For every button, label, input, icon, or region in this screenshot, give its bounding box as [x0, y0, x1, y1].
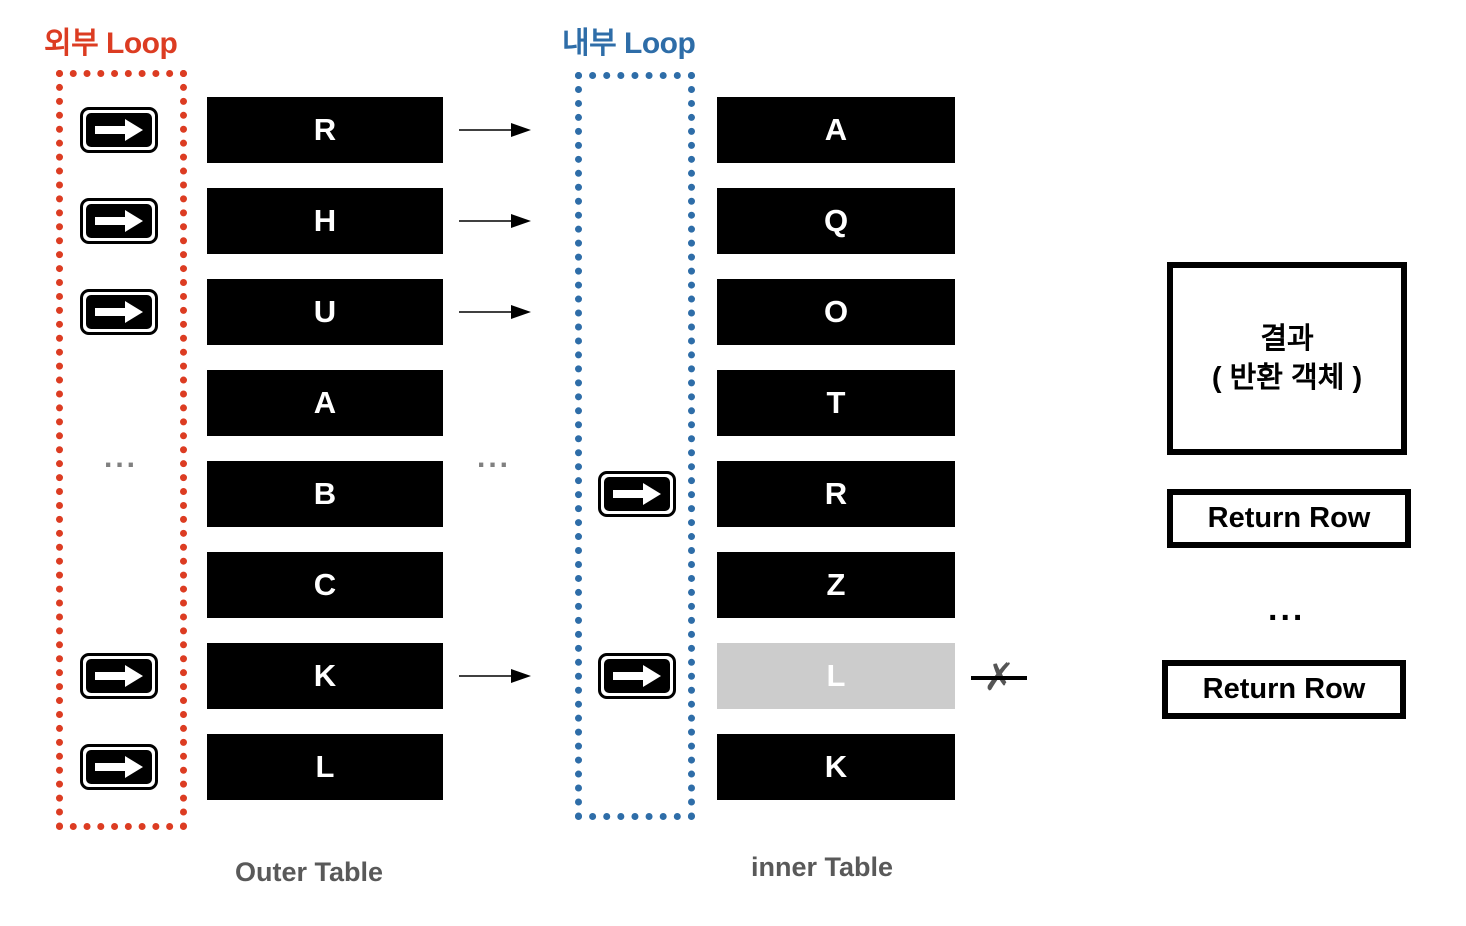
table-row: O: [717, 279, 955, 345]
result-box-line-1: 결과: [1260, 323, 1314, 356]
row-label: Q: [823, 203, 849, 238]
table-row: H: [207, 188, 443, 254]
table-row: Z: [717, 552, 955, 618]
right-arrow-icon: [604, 659, 670, 693]
row-label: A: [824, 112, 848, 147]
outer-loop-frame: [56, 70, 187, 830]
outer-loop-cursor-marker: [80, 744, 158, 790]
outer-table-ellipsis: ...: [104, 441, 139, 474]
row-label: H: [313, 203, 337, 238]
result-box: 결과 ( 반환 객체 ): [1167, 262, 1407, 455]
table-row: U: [207, 279, 443, 345]
outer-loop-cursor-marker: [80, 198, 158, 244]
return-rows-ellipsis: ...: [1268, 590, 1306, 628]
outer-loop-cursor-marker: [80, 289, 158, 335]
table-row: A: [717, 97, 955, 163]
row-connector-arrow-icon: [459, 668, 531, 684]
table-row: R: [207, 97, 443, 163]
right-arrow-icon: [86, 750, 152, 784]
inner-loop-frame: [575, 72, 695, 820]
table-row: T: [717, 370, 955, 436]
inner-loop-cursor-marker: [598, 471, 676, 517]
row-label: B: [313, 476, 337, 511]
inner-table-caption: inner Table: [751, 852, 894, 882]
right-arrow-icon: [86, 204, 152, 238]
outer-table-caption: Outer Table: [235, 857, 384, 887]
reject-mark: ✗: [968, 650, 1030, 706]
row-label: R: [824, 476, 848, 511]
right-arrow-icon: [604, 477, 670, 511]
return-row-box: Return Row: [1162, 660, 1406, 719]
row-label: K: [313, 658, 337, 693]
row-label: U: [313, 294, 337, 329]
outer-loop-title: 외부 Loop: [44, 27, 178, 60]
row-connector-arrow-icon: [459, 304, 531, 320]
outer-loop-cursor-marker: [80, 107, 158, 153]
inner-loop-title: 내부 Loop: [562, 27, 696, 60]
row-label: K: [824, 749, 848, 784]
row-label: A: [313, 385, 337, 420]
row-label: T: [826, 385, 846, 420]
row-label: R: [313, 112, 337, 147]
outer-loop-cursor-marker: [80, 653, 158, 699]
right-arrow-icon: [86, 295, 152, 329]
right-arrow-icon: [86, 659, 152, 693]
connector-ellipsis: ...: [477, 441, 512, 474]
table-row: L: [717, 643, 955, 709]
row-connector-arrow-icon: [459, 122, 531, 138]
table-row: L: [207, 734, 443, 800]
row-label: L: [826, 658, 846, 693]
strike-line: [971, 676, 1027, 680]
table-row: Q: [717, 188, 955, 254]
table-row: K: [717, 734, 955, 800]
row-label: C: [313, 567, 337, 602]
right-arrow-icon: [86, 113, 152, 147]
return-row-box: Return Row: [1167, 489, 1411, 548]
inner-loop-cursor-marker: [598, 653, 676, 699]
row-connector-arrow-icon: [459, 213, 531, 229]
table-row: R: [717, 461, 955, 527]
table-row: C: [207, 552, 443, 618]
result-box-line-2: ( 반환 객체 ): [1211, 361, 1363, 394]
table-row: A: [207, 370, 443, 436]
table-row: B: [207, 461, 443, 527]
row-label: Z: [826, 567, 846, 602]
row-label: O: [823, 294, 849, 329]
row-label: L: [315, 749, 335, 784]
table-row: K: [207, 643, 443, 709]
